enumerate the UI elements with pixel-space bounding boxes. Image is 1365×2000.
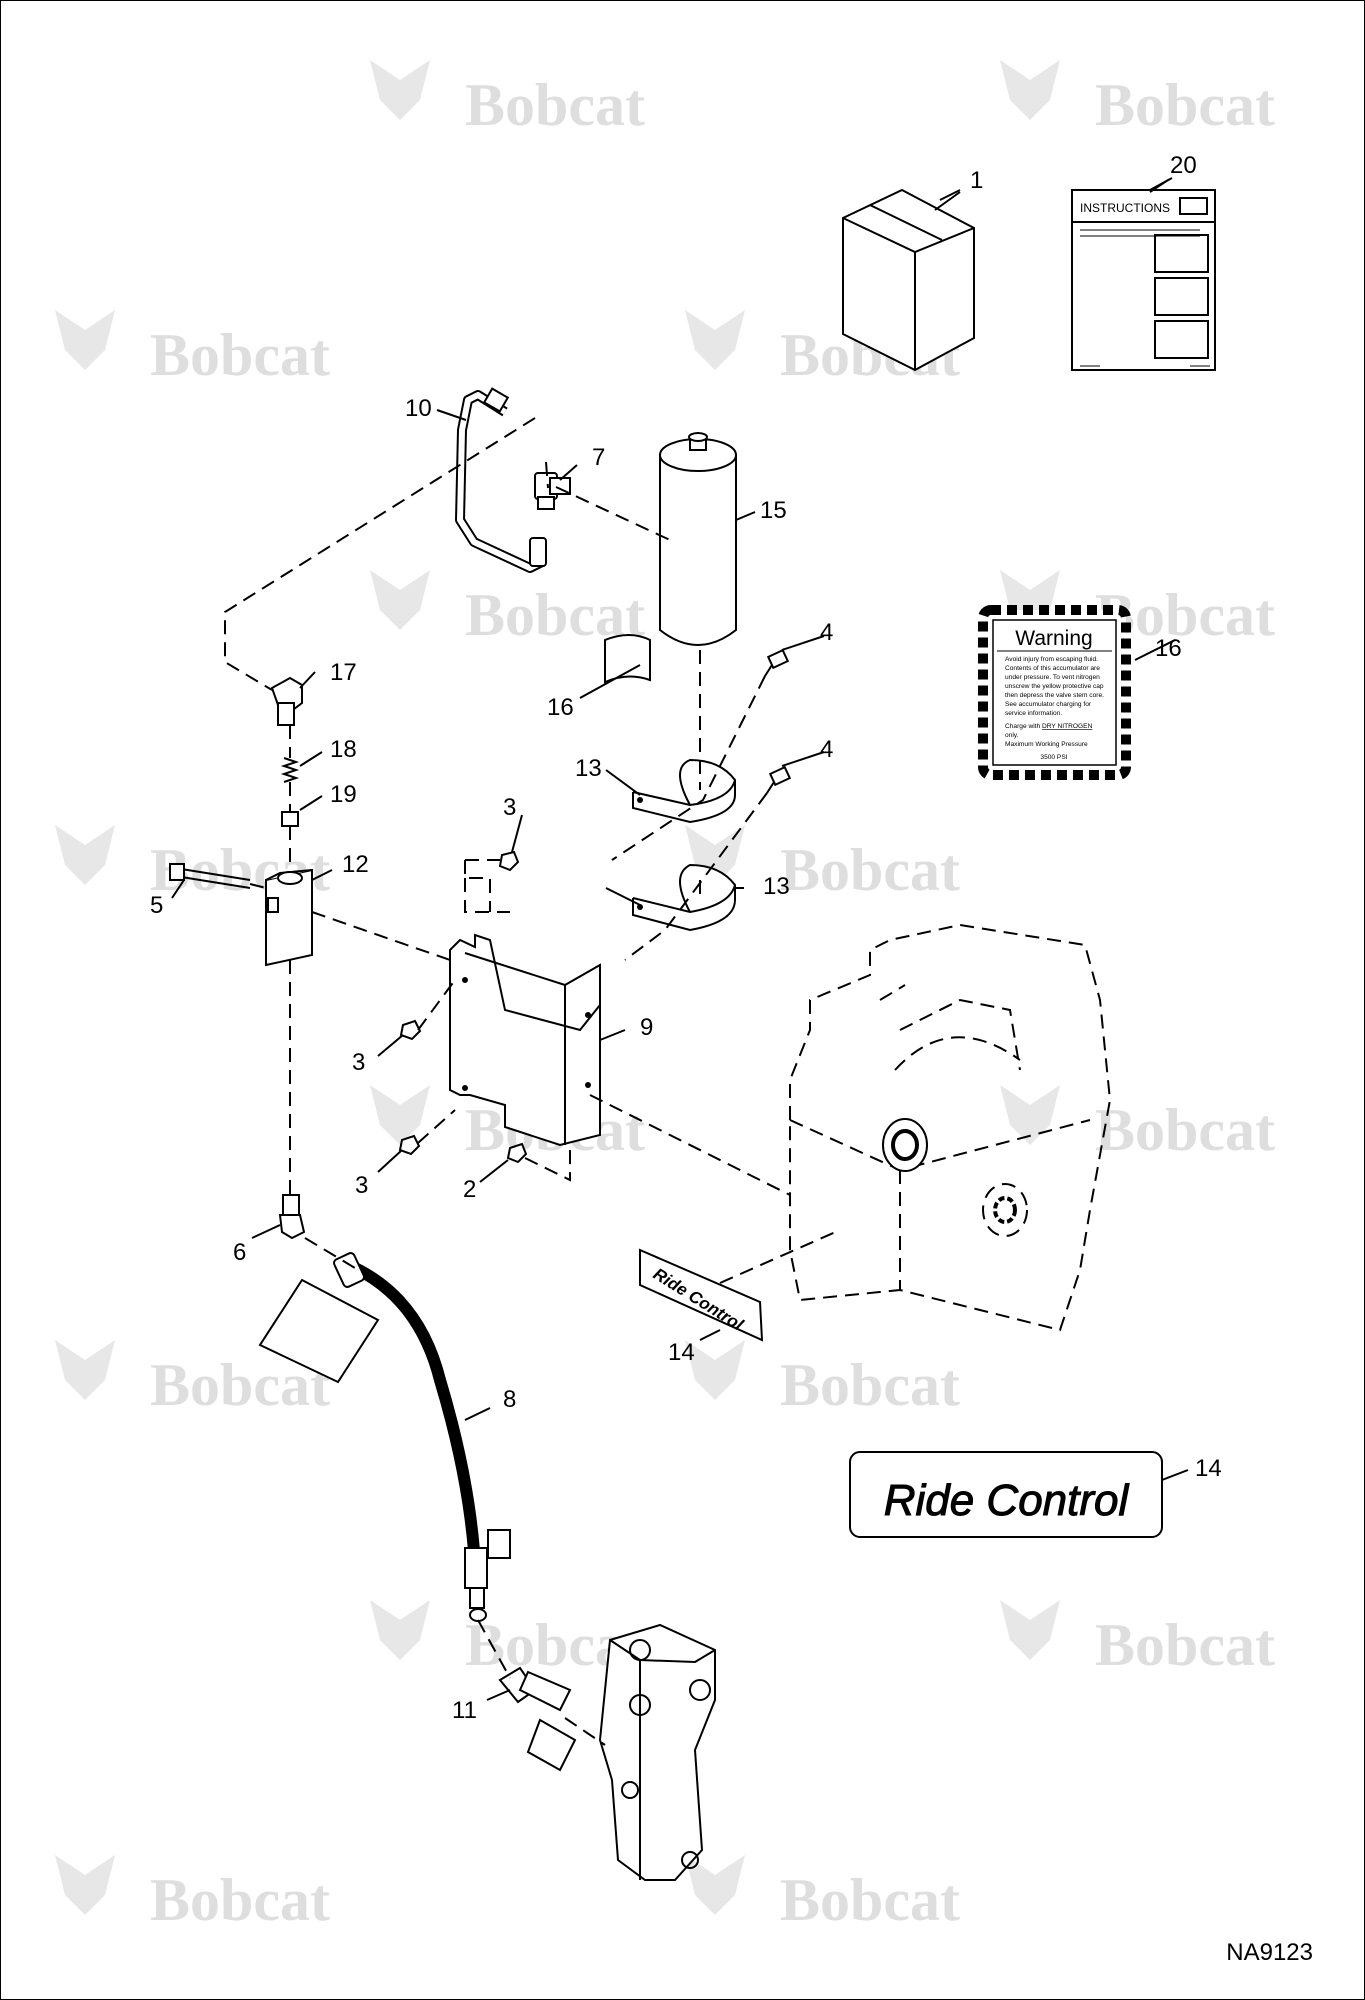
ride-control-text: Ride Control [884, 1476, 1130, 1525]
part-3-nut-bottom [398, 1134, 421, 1156]
bobcat-logo-icon [370, 1085, 430, 1145]
part-4-bolt-upper [764, 648, 790, 677]
callout-2: 2 [463, 1176, 476, 1203]
callout-numbers: 1 20 10 7 15 17 16 16 4 4 18 19 13 13 3 … [150, 152, 1222, 1724]
callout-16-decal: 16 [1155, 635, 1182, 662]
assembly-lines [224, 417, 841, 1746]
charge-gas: DRY NITROGEN [1042, 723, 1093, 730]
watermark-text: Bobcat [465, 72, 645, 138]
callout-5: 5 [150, 892, 163, 919]
bobcat-logo-icon [370, 60, 430, 120]
warning-line: under pressure. To vent nitrogen [1005, 674, 1100, 681]
callout-3-bottom: 3 [355, 1172, 368, 1199]
part-16-warning-decal: Warning Avoid injury from escaping fluid… [978, 605, 1131, 780]
callout-20: 20 [1170, 152, 1197, 179]
callout-9: 9 [640, 1014, 653, 1041]
callout-17: 17 [330, 659, 357, 686]
part-2-bolt [506, 1142, 528, 1164]
callout-1: 1 [970, 167, 983, 194]
callout-11: 11 [452, 1697, 477, 1724]
drawing-number: NA9123 [1226, 1939, 1313, 1966]
part-15-accumulator [659, 432, 737, 646]
callout-6: 6 [233, 1239, 246, 1266]
callout-10: 10 [405, 395, 432, 422]
watermark-text: Bobcat [150, 1867, 330, 1933]
part-14-ride-control-decal: Ride Control [849, 1451, 1163, 1538]
watermark-text: Bobcat [780, 837, 960, 903]
charge-prefix: Charge with [1005, 723, 1041, 730]
bobcat-logo-icon [1000, 1085, 1060, 1145]
callout-16-sleeve: 16 [547, 694, 574, 721]
callout-4-upper: 4 [820, 619, 833, 646]
part-6-elbow-fitting [278, 1194, 306, 1240]
part-3-nut-top [498, 850, 520, 872]
watermark-text: Bobcat [1095, 72, 1275, 138]
bobcat-logo-icon [685, 1855, 745, 1915]
part-16-sleeve [604, 634, 651, 684]
bobcat-logo-icon [685, 1340, 745, 1400]
charge-line: Charge with DRY NITROGEN [1005, 723, 1093, 730]
callout-3-top: 3 [503, 794, 516, 821]
bobcat-logo-icon [370, 1600, 430, 1660]
max-pressure-label: Maximum Working Pressure [1005, 741, 1088, 748]
watermark-text: Bobcat [1095, 1612, 1275, 1678]
bobcat-logo-icon [1000, 60, 1060, 120]
part-3-nut-middle [399, 1019, 422, 1041]
part-7-elbow-fitting [534, 472, 571, 510]
bobcat-logo-icon [55, 825, 115, 885]
callout-13-lower: 13 [763, 873, 790, 900]
watermark-text: Bobcat [780, 1867, 960, 1933]
part-1-box [842, 188, 975, 372]
part-20-instructions-card: INSTRUCTIONS [1071, 177, 1216, 371]
callout-19: 19 [330, 781, 357, 808]
part-13-clamp-lower [632, 863, 737, 932]
callout-15: 15 [760, 497, 787, 524]
part-18-spring [280, 757, 300, 783]
part-8-hose [258, 1252, 511, 1622]
bobcat-logo-icon [370, 570, 430, 630]
part-5-bolt [169, 863, 251, 889]
callout-13-upper: 13 [575, 755, 602, 782]
callout-4-lower: 4 [820, 736, 833, 763]
control-valve-body [598, 1623, 716, 1881]
callout-14-large: 14 [1195, 1455, 1222, 1482]
part-11-fitting [498, 1666, 577, 1772]
watermark-text: Bobcat [1095, 1097, 1275, 1163]
callout-14-small: 14 [668, 1339, 695, 1366]
part-9-bracket [449, 933, 601, 1147]
bobcat-logo-icon [55, 1340, 115, 1400]
warning-title: Warning [1015, 627, 1092, 650]
warning-line: then depress the valve stem core. [1005, 692, 1104, 699]
watermark-text: Bobcat [150, 322, 330, 388]
callout-12: 12 [342, 851, 369, 878]
part-12-valve-block [265, 868, 313, 967]
bobcat-logo-icon [55, 310, 115, 370]
warning-line: See accumulator charging for [1005, 701, 1092, 708]
warning-line: service information. [1005, 710, 1062, 717]
watermark-text: Bobcat [780, 1352, 960, 1418]
part-10-tube [455, 387, 547, 573]
callout-8: 8 [503, 1386, 516, 1413]
leader-lines [171, 179, 1189, 1701]
bobcat-logo-icon [685, 310, 745, 370]
loader-frame-outline [789, 923, 1112, 1332]
charge-suffix: only. [1005, 732, 1019, 739]
part-14-ride-control-decal-small: Ride Control [639, 1248, 764, 1342]
callout-3-middle: 3 [352, 1049, 365, 1076]
warning-line: Contents of this accumulator are [1005, 665, 1100, 672]
part-17-adapter [270, 676, 303, 726]
part-4-bolt-lower [766, 765, 792, 794]
warning-line: Avoid injury from escaping fluid. [1005, 656, 1098, 663]
instructions-title: INSTRUCTIONS [1080, 201, 1170, 215]
bobcat-logo-icon [1000, 1600, 1060, 1660]
max-pressure-value: 3500 PSI [1040, 754, 1067, 761]
callout-18: 18 [330, 736, 357, 763]
bobcat-logo-icon [55, 1855, 115, 1915]
warning-line: unscrew the yellow protective cap [1005, 683, 1104, 690]
callout-7: 7 [592, 444, 605, 471]
bobcat-watermarks: Bobcat Bobcat Bobcat Bobcat Bobcat Bobca… [55, 60, 1275, 1933]
